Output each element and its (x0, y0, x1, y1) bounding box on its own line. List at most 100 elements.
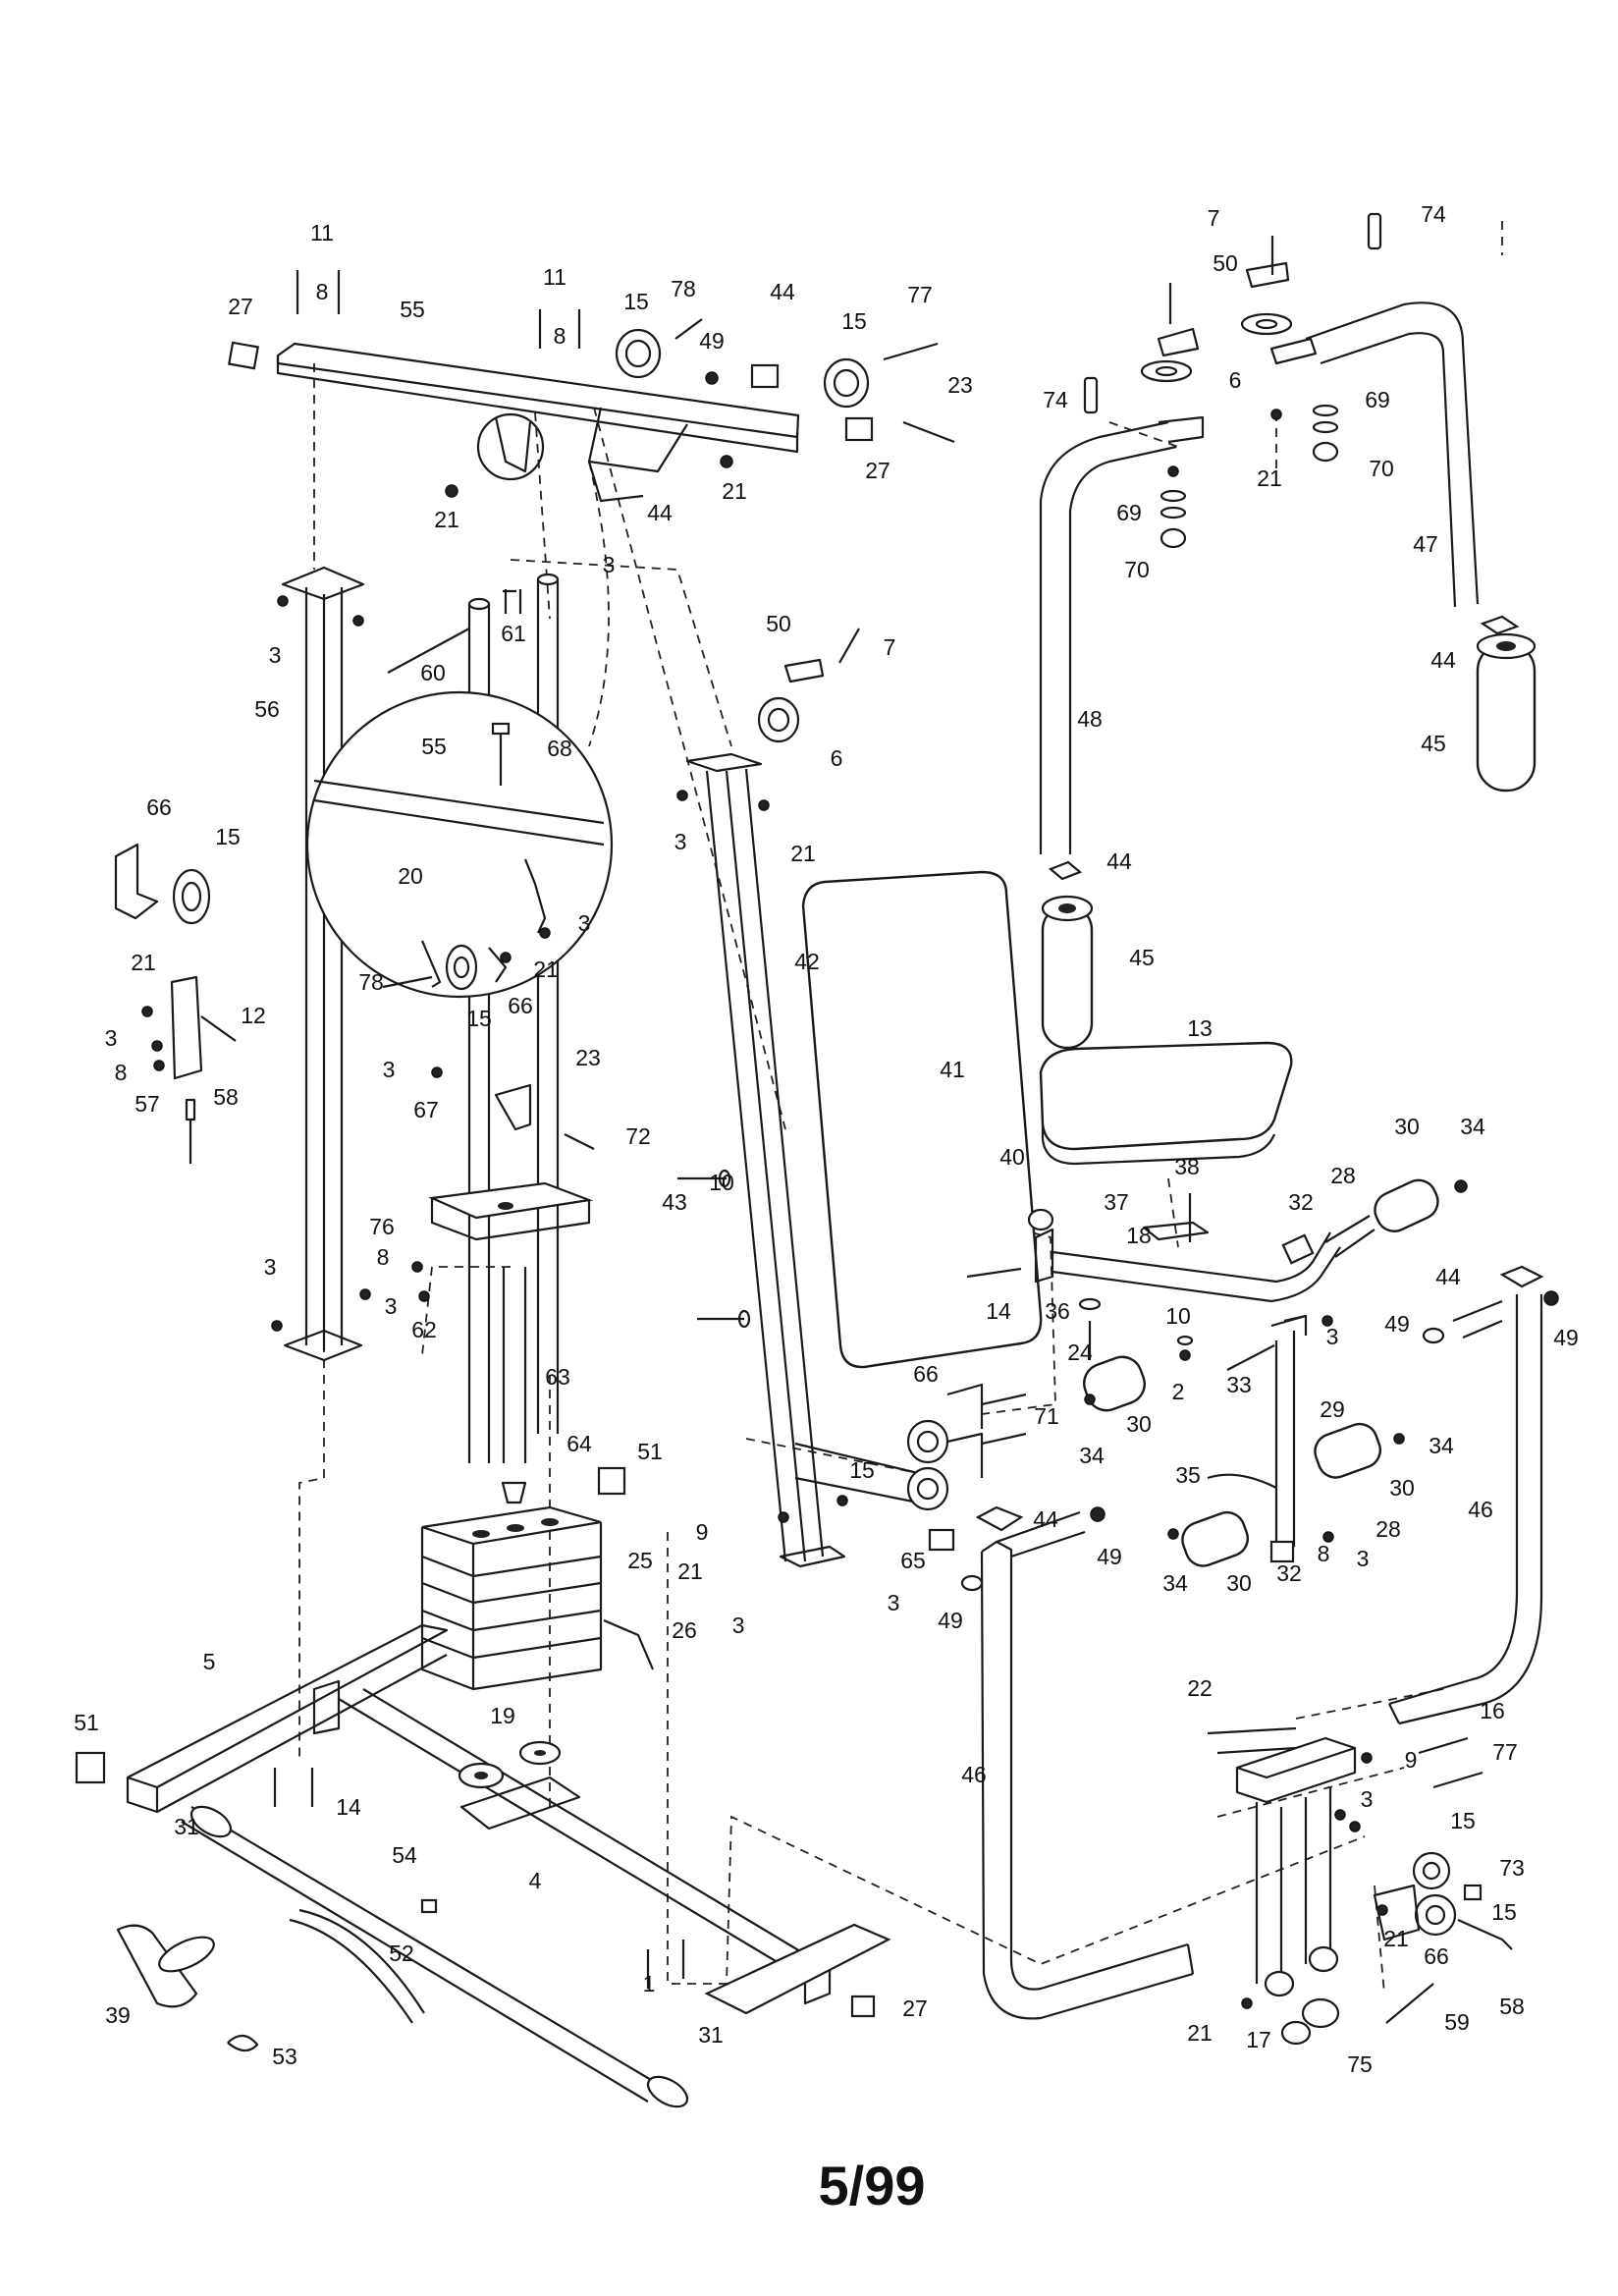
part-callout: 75 (1347, 2051, 1373, 2077)
part-callout: 34 (1429, 1433, 1454, 1458)
part-callout: 27 (865, 458, 890, 483)
part-callout: 1 (643, 1971, 656, 1996)
part-callout: 69 (1365, 387, 1390, 412)
part-callout: 66 (1424, 1943, 1449, 1969)
part-callout: 21 (533, 957, 559, 982)
part-callout: 7 (1208, 205, 1220, 231)
part-callout: 64 (566, 1431, 592, 1456)
part-callout: 35 (1175, 1462, 1201, 1488)
page-number: 5/99 (819, 2155, 926, 2216)
part-callout: 61 (501, 621, 526, 646)
part-callout: 30 (1226, 1570, 1252, 1596)
part-callout: 58 (1499, 1994, 1525, 2019)
part-callout: 3 (888, 1590, 900, 1615)
part-callout: 67 (413, 1097, 439, 1122)
part-callout: 45 (1421, 731, 1446, 756)
part-callout: 21 (1187, 2020, 1213, 2046)
part-callout: 15 (215, 824, 241, 849)
base-frame (75, 1623, 891, 2108)
part-callout: 21 (1257, 465, 1282, 491)
part-callout: 27 (902, 1995, 928, 2021)
part-callout: 45 (1129, 945, 1155, 970)
detail-inset (305, 690, 614, 999)
part-callout: 3 (1326, 1324, 1339, 1349)
arm-tube-46-front (960, 1505, 1195, 2020)
part-callout: 3 (264, 1254, 277, 1280)
part-callout: 41 (940, 1057, 965, 1082)
part-callout: 23 (575, 1045, 601, 1070)
part-callout: 25 (627, 1548, 653, 1573)
part-callout: 12 (241, 1003, 266, 1028)
part-callout: 60 (420, 660, 446, 685)
part-callout: 30 (1389, 1475, 1415, 1501)
part-callout: 69 (1116, 500, 1142, 525)
left-upright-56 (271, 566, 371, 1362)
part-callout: 22 (1187, 1675, 1213, 1701)
pulley-6-upper (757, 628, 860, 743)
part-callout: 15 (1450, 1808, 1476, 1833)
part-callout: 78 (358, 969, 384, 995)
back-upright-42 (676, 752, 920, 1568)
part-callout: 10 (709, 1170, 734, 1195)
part-callout: 6 (1229, 367, 1242, 393)
part-callout: 8 (377, 1244, 390, 1270)
part-callout: 3 (674, 829, 687, 854)
part-callout: 19 (490, 1703, 515, 1728)
part-callout: 36 (1045, 1298, 1070, 1324)
part-callout: 57 (135, 1091, 160, 1117)
part-callout: 59 (1444, 2009, 1470, 2035)
part-callout: 34 (1079, 1443, 1105, 1468)
part-callout: 52 (389, 1941, 414, 1966)
part-callout: 65 (900, 1548, 926, 1573)
part-callout: 21 (1383, 1926, 1409, 1951)
left-pulley-assembly (114, 843, 237, 1164)
part-callout: 76 (369, 1214, 395, 1239)
part-callout: 24 (1067, 1339, 1093, 1365)
part-callout: 13 (1187, 1015, 1213, 1041)
part-callout: 29 (1320, 1396, 1345, 1422)
part-callout: 15 (623, 289, 649, 314)
part-callout: 32 (1276, 1560, 1302, 1586)
detail-circle-small (476, 412, 545, 481)
part-callout: 54 (392, 1842, 417, 1868)
part-callout: 44 (1033, 1506, 1058, 1532)
seat-13 (1039, 1041, 1293, 1166)
part-callout: 28 (1330, 1163, 1356, 1188)
part-callout: 8 (554, 323, 566, 349)
part-callout: 56 (254, 696, 280, 722)
part-callout: 78 (671, 276, 696, 301)
part-callout: 3 (732, 1613, 745, 1638)
part-callout: 44 (1435, 1264, 1461, 1289)
weight-stack-assembly (411, 1066, 655, 1691)
part-callout: 47 (1413, 531, 1438, 557)
part-callout: 68 (547, 736, 572, 761)
top-crossbar-55 (228, 341, 874, 503)
part-callout: 3 (385, 1293, 398, 1319)
part-callout: 21 (677, 1558, 703, 1584)
part-callout: 73 (1499, 1855, 1525, 1881)
part-callout: 42 (794, 949, 820, 974)
part-callout: 15 (849, 1457, 875, 1483)
part-callout: 21 (434, 507, 459, 532)
part-callout: 50 (766, 611, 791, 636)
accessories (116, 1908, 425, 2052)
part-callout: 74 (1043, 387, 1068, 412)
part-callout: 21 (790, 841, 816, 866)
part-callout: 44 (770, 279, 795, 304)
part-callout: 70 (1124, 557, 1150, 582)
part-callout: 62 (411, 1317, 437, 1342)
part-callout: 49 (1097, 1544, 1122, 1569)
part-callout: 15 (841, 308, 867, 334)
part-callout: 3 (578, 910, 591, 936)
top-bolts (296, 270, 703, 349)
part-callout: 44 (1430, 647, 1456, 673)
part-callout: 3 (1357, 1546, 1370, 1571)
part-callout: 51 (637, 1439, 663, 1464)
part-callout: 49 (1553, 1325, 1579, 1350)
part-callout: 3 (105, 1025, 118, 1051)
part-callout: 32 (1288, 1189, 1314, 1215)
part-callout: 23 (947, 372, 973, 398)
leg-post-29 (1167, 1314, 1405, 1567)
part-callout: 50 (1213, 250, 1238, 276)
